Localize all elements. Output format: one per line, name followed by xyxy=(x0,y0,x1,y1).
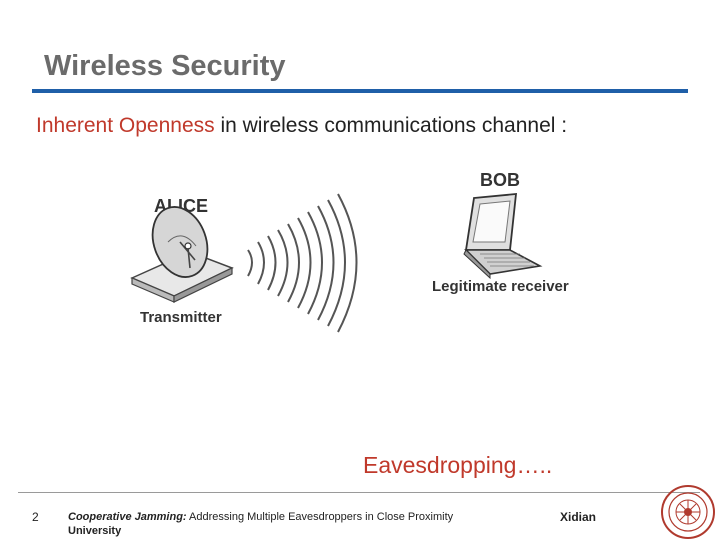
subtitle-rest: in wireless communications channel : xyxy=(214,114,568,137)
footer-citation-line2: University xyxy=(68,525,122,537)
footer-divider xyxy=(18,492,700,493)
footer-citation-rest: Addressing Multiple Eavesdroppers in Clo… xyxy=(186,511,454,523)
wireless-diagram: ALICE Transmitter BOB xyxy=(130,170,569,333)
radio-waves-icon xyxy=(247,193,358,333)
eavesdropping-caption: Eavesdropping….. xyxy=(363,452,553,478)
slide-title: Wireless Security xyxy=(44,50,286,82)
title-divider xyxy=(32,89,688,93)
footer-citation: Cooperative Jamming: Addressing Multiple… xyxy=(68,510,453,538)
laptop-icon xyxy=(463,192,543,280)
receiver-label: Legitimate receiver xyxy=(432,278,569,295)
transmitter-label: Transmitter xyxy=(140,309,222,326)
page-number: 2 xyxy=(32,510,39,524)
university-seal-icon xyxy=(661,485,715,539)
bob-label: BOB xyxy=(480,170,520,190)
footer-organization: Xidian xyxy=(560,510,597,524)
footer-citation-bold: Cooperative Jamming: xyxy=(68,511,187,523)
satellite-dish-icon xyxy=(130,206,234,303)
slide-subtitle: Inherent Openness in wireless communicat… xyxy=(36,114,567,138)
subtitle-highlight: Inherent Openness xyxy=(36,114,215,137)
